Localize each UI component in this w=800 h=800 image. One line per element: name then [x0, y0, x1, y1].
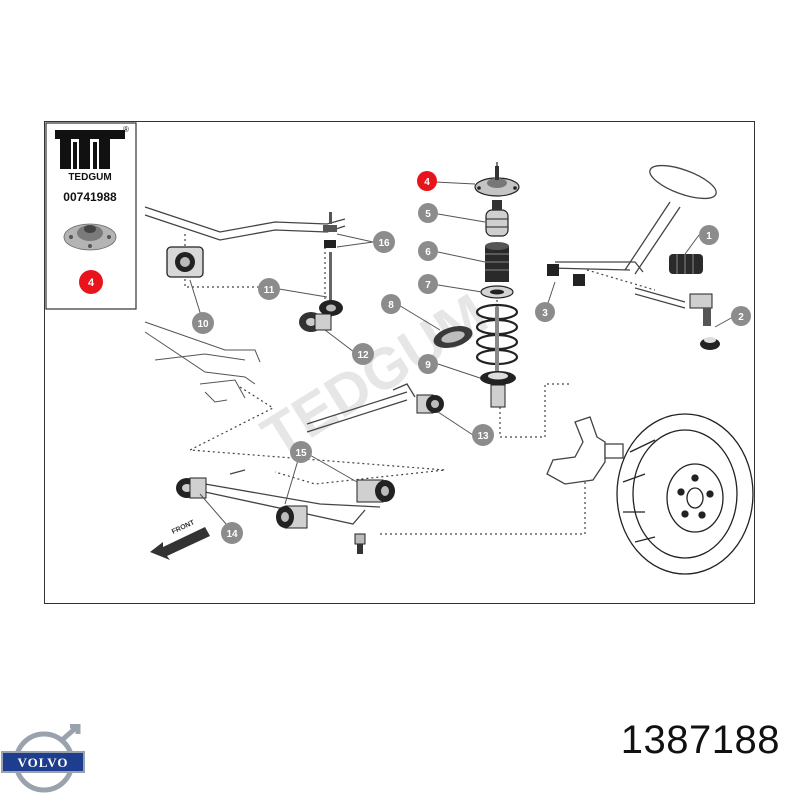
tie-rod-bushings	[547, 264, 585, 286]
callout-11-label: 11	[264, 285, 275, 296]
stabilizer-link	[319, 212, 343, 317]
tension-rod	[306, 383, 416, 433]
strut-bearing	[433, 326, 473, 348]
bump-stop	[485, 200, 509, 237]
wheel	[616, 413, 754, 575]
diagram-frame: TEDGUM ® TEDGUM 00741988	[44, 121, 755, 604]
callout-leaders	[189, 181, 734, 533]
callout-6-label: 6	[425, 247, 431, 258]
callout-6	[418, 241, 438, 261]
strut-mount-thumbnail	[63, 223, 117, 251]
callout-16-label: 16	[378, 238, 390, 249]
callout-10	[192, 312, 214, 334]
callout-12	[352, 343, 374, 365]
callout-4	[417, 171, 437, 191]
callout-9	[418, 354, 438, 374]
lower-spring-seat	[480, 371, 516, 408]
callout-14-label: 14	[226, 529, 238, 540]
callout-10-label: 10	[197, 319, 209, 330]
callout-13	[472, 424, 494, 446]
subframe	[144, 321, 261, 403]
control-arm-bushing-rear	[356, 479, 395, 503]
brand-name: TEDGUM	[68, 172, 111, 183]
link-bushing-pair	[299, 312, 332, 332]
spring-seat	[480, 285, 514, 299]
callout-5	[418, 203, 438, 223]
coil-spring	[475, 303, 519, 372]
registered-mark: ®	[123, 125, 129, 134]
callout-7-label: 7	[425, 280, 431, 291]
tie-rod-end	[689, 293, 720, 350]
control-arm-bushing-mid	[276, 505, 308, 529]
part-number: 1387188	[620, 718, 780, 762]
catalog-number: 00741988	[63, 190, 117, 204]
callout-16	[373, 231, 395, 253]
callout-7	[418, 274, 438, 294]
callout-13-label: 13	[477, 431, 489, 442]
tension-rod-bushing	[416, 394, 444, 414]
ball-joint	[354, 533, 366, 554]
front-arrow: FRONT	[150, 519, 210, 560]
callout-1-label: 1	[706, 231, 712, 242]
strut-mount	[474, 166, 520, 197]
brand-panel: ® TEDGUM 00741988 4	[45, 122, 137, 310]
callout-15	[290, 441, 312, 463]
callout-3	[535, 302, 555, 322]
control-arm	[204, 469, 381, 525]
steering-boot	[669, 254, 703, 274]
callout-4-label: 4	[424, 177, 430, 188]
callout-14	[221, 522, 243, 544]
sway-bar-bushing	[166, 246, 204, 278]
callout-2	[731, 306, 751, 326]
steering-column	[549, 164, 717, 309]
suspension-diagram: TEDGUM ® TEDGUM 00741988	[45, 122, 754, 575]
callout-8	[381, 294, 401, 314]
callout-3-label: 3	[542, 308, 548, 319]
callout-badges: 1 2 3 4 5 6 7 8 9 10 11 12 13 1	[192, 171, 751, 544]
dust-boot	[485, 242, 509, 282]
control-arm-bushing-front	[176, 477, 207, 499]
callout-1	[699, 225, 719, 245]
steering-knuckle	[546, 416, 624, 485]
volvo-logo: VOLVO	[1, 724, 85, 793]
callout-9-label: 9	[425, 360, 431, 371]
callout-12-label: 12	[357, 350, 369, 361]
callout-15-label: 15	[295, 448, 307, 459]
sway-bar	[144, 206, 346, 241]
callout-11	[258, 278, 280, 300]
highlight-badge	[79, 270, 103, 294]
callout-8-label: 8	[388, 300, 394, 311]
volvo-logo-text: VOLVO	[18, 755, 69, 770]
callout-2-label: 2	[738, 312, 744, 323]
highlight-badge-label: 4	[88, 277, 95, 289]
callout-5-label: 5	[425, 209, 431, 220]
tedgum-watermark: TEDGUM	[251, 281, 499, 469]
tedgum-logo: ®	[55, 125, 129, 169]
